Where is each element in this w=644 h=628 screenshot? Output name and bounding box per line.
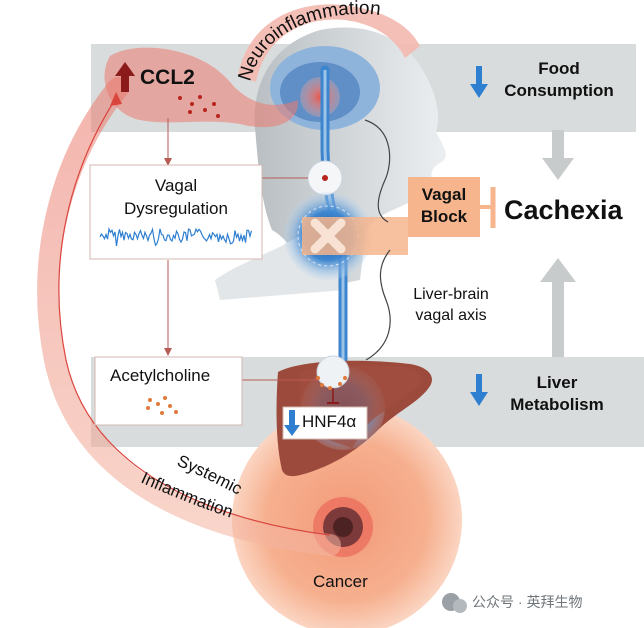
- block-x-icon: [310, 218, 346, 254]
- ccl2-blob: [104, 47, 299, 128]
- arrowhead-vagal-to-ach: [164, 348, 172, 356]
- vagal-dys-line1: Vagal: [154, 176, 198, 195]
- acetylcholine-box: [94, 356, 243, 426]
- hnf4a-down-arrow: [284, 410, 300, 436]
- wechat-icon: [442, 593, 467, 613]
- ccl2-label: CCL2: [140, 66, 195, 89]
- arrow-food-to-cachexia: [542, 130, 574, 180]
- tumor-core: [333, 517, 353, 537]
- food-line1: Food: [538, 59, 580, 78]
- ccl2-up-arrow-icon: [115, 62, 135, 92]
- brain-inflammation-spot: [300, 77, 340, 117]
- systemic-arrowhead: [110, 92, 122, 106]
- vagal-block-box: [408, 177, 480, 237]
- liver-down-arrow-icon: [470, 374, 488, 406]
- vagus-node-dot: [322, 175, 328, 181]
- vagal-dys-line2: Dysregulation: [124, 199, 228, 218]
- food-down-arrow-icon: [470, 66, 488, 98]
- hnf4a-label: HNF4α: [302, 412, 357, 431]
- vagal-dysregulation-label: Vagal Dysregulation: [92, 174, 260, 220]
- arrow-liver-to-cachexia: [540, 258, 576, 357]
- liver-metabolism-label: Liver Metabolism: [494, 372, 620, 416]
- liver-brain-axis-label: Liver-brain vagal axis: [392, 284, 510, 326]
- ccl2-dots: [178, 95, 220, 118]
- liver-line2: Metabolism: [510, 395, 604, 414]
- food-consumption-label: Food Consumption: [492, 58, 626, 102]
- acetylcholine-release-dots: [316, 376, 347, 390]
- vagal-block-line2: Block: [420, 207, 468, 226]
- vagal-dysregulation-box: [89, 164, 263, 260]
- hnf4a-box: [282, 406, 368, 440]
- arrowhead-ccl2-to-vagal: [164, 158, 172, 166]
- cachexia-label: Cachexia: [504, 195, 623, 225]
- liver-brain-line1: Liver-brain: [413, 286, 489, 303]
- systemic-inflammation-arc: [37, 77, 341, 556]
- liver-brain-line2: vagal axis: [415, 307, 487, 324]
- neuroinflammation-arc-band: [238, 4, 420, 82]
- food-line2: Consumption: [504, 81, 614, 100]
- vagal-block-line1: Vagal: [421, 185, 467, 204]
- acetylcholine-label: Acetylcholine: [110, 366, 211, 385]
- acetylcholine-dots: [146, 396, 178, 415]
- systemic-inflammation-arrow: [58, 97, 331, 536]
- watermark-label: 公众号 · 英拜生物: [472, 594, 583, 610]
- vagal-activity-trace: [99, 226, 253, 247]
- cancer-label: Cancer: [313, 572, 368, 591]
- vagal-block-label: Vagal Block: [408, 184, 480, 228]
- axis-brace: [364, 119, 391, 361]
- liver-line1: Liver: [536, 373, 578, 392]
